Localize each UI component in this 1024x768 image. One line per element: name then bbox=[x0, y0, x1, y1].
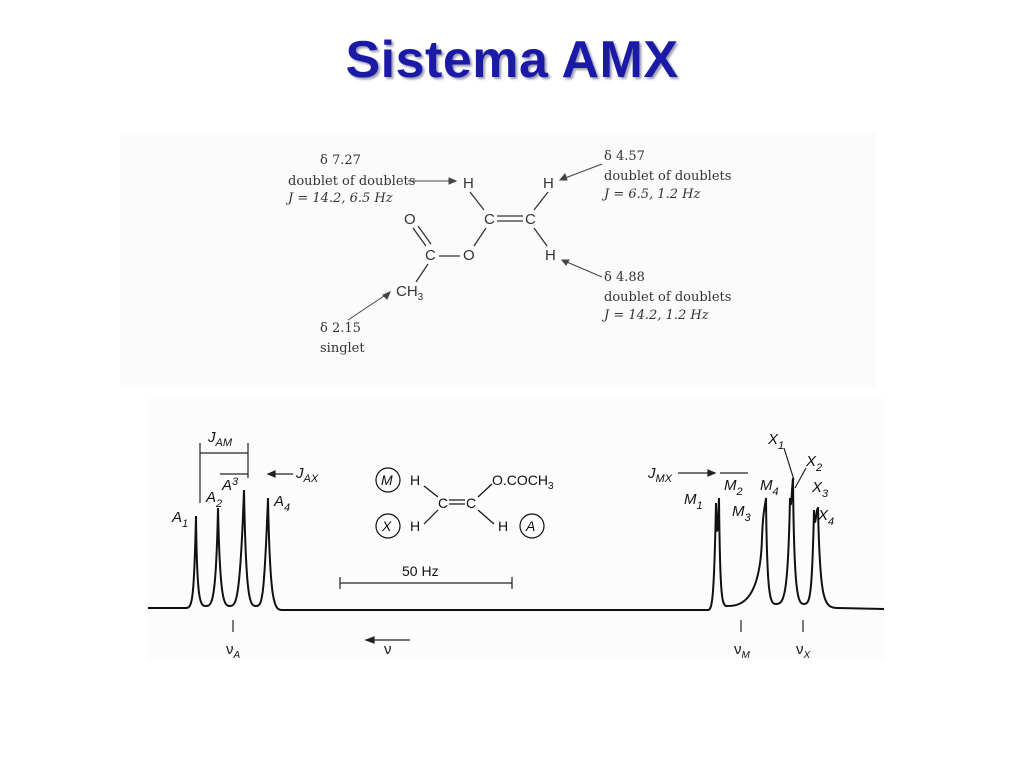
vinyl-acetate-structure: δ 7.27 doublet of doublets J = 14.2, 6.5… bbox=[120, 132, 876, 388]
inset-c2: C bbox=[466, 495, 476, 511]
atom-c-carbonyl: C bbox=[425, 247, 436, 264]
inset-m: M bbox=[381, 472, 393, 488]
inset-c1: C bbox=[438, 495, 448, 511]
atom-c-vinyl-1: C bbox=[484, 211, 495, 228]
label-m4: M4 bbox=[760, 477, 779, 498]
structure-drawing: δ 7.27 doublet of doublets J = 14.2, 6.5… bbox=[285, 149, 731, 356]
bond-c1-o bbox=[473, 227, 487, 247]
bond-c-o-double-b bbox=[417, 225, 432, 245]
h3-shift: δ 4.88 bbox=[604, 270, 645, 285]
inset-x: X bbox=[381, 518, 392, 534]
amx-spectrum: JAM JAX JMX A1 A2 A3 A4 M1 M2 M3 M4 X1 X… bbox=[148, 398, 885, 661]
bond-h-c2 bbox=[533, 191, 549, 211]
x1-leader bbox=[783, 447, 795, 481]
label-x4: X4 bbox=[817, 507, 834, 528]
a-circle bbox=[519, 513, 545, 539]
bond-c2-h bbox=[533, 227, 548, 247]
scale-label: 50 Hz bbox=[402, 563, 439, 579]
x2-leader bbox=[794, 467, 807, 489]
label-a1: A1 bbox=[171, 509, 188, 530]
label-jax: JAX bbox=[295, 465, 319, 485]
h1-multiplicity: doublet of doublets bbox=[288, 174, 415, 189]
bond-c-ch3 bbox=[415, 263, 429, 283]
methyl-shift: δ 2.15 bbox=[320, 321, 361, 336]
atom-o-ester: O bbox=[463, 247, 475, 264]
inset-h-x: H bbox=[410, 518, 420, 534]
arrow-h2 bbox=[559, 163, 603, 181]
bond-c-o-double-a bbox=[412, 227, 427, 247]
label-m3: M3 bbox=[732, 503, 752, 524]
h1-coupling: J = 14.2, 6.5 Hz bbox=[285, 191, 393, 206]
label-jmx: JMX bbox=[647, 465, 673, 485]
label-a2: A2 bbox=[205, 489, 222, 510]
atom-c-vinyl-2: C bbox=[525, 211, 536, 228]
label-x2: X2 bbox=[805, 453, 822, 474]
inset-h-m: H bbox=[410, 472, 420, 488]
methyl-multiplicity: singlet bbox=[320, 341, 365, 356]
label-x3: X3 bbox=[811, 479, 829, 500]
atom-h-left: H bbox=[463, 175, 474, 192]
label-a4: A4 bbox=[273, 493, 290, 514]
label-m1: M1 bbox=[684, 491, 703, 512]
h1-shift: δ 7.27 bbox=[320, 153, 361, 168]
h2-multiplicity: doublet of doublets bbox=[604, 169, 731, 184]
arrow-h3 bbox=[561, 259, 603, 278]
nu-direction-label: ν bbox=[384, 641, 392, 658]
spectrum-drawing: JAM JAX JMX A1 A2 A3 A4 M1 M2 M3 M4 X1 X… bbox=[148, 429, 885, 661]
arrow-ch3 bbox=[347, 291, 391, 321]
atom-h-right-top: H bbox=[543, 175, 554, 192]
m-circle bbox=[375, 467, 401, 493]
nu-m-label: νM bbox=[734, 641, 751, 660]
inset-ococh3: O.COCH3 bbox=[492, 472, 554, 492]
x-circle bbox=[375, 513, 401, 539]
nu-a-label: νA bbox=[226, 641, 241, 660]
h2-coupling: J = 6.5, 1.2 Hz bbox=[601, 187, 700, 202]
bond-h-c1 bbox=[469, 191, 485, 211]
nu-x-label: νX bbox=[796, 641, 811, 660]
inset-a: A bbox=[525, 518, 535, 534]
label-a3: A3 bbox=[221, 476, 239, 494]
h2-shift: δ 4.57 bbox=[604, 149, 645, 164]
label-x1: X1 bbox=[767, 431, 784, 452]
h3-coupling: J = 14.2, 1.2 Hz bbox=[601, 308, 709, 323]
slide-title: Sistema AMX bbox=[345, 31, 679, 89]
label-m2: M2 bbox=[724, 477, 743, 498]
h3-multiplicity: doublet of doublets bbox=[604, 290, 731, 305]
atom-ch3: CH3 bbox=[396, 283, 424, 303]
label-jam: JAM bbox=[207, 429, 233, 449]
atom-o-carbonyl: O bbox=[404, 211, 416, 228]
spectrum-trace bbox=[148, 477, 885, 611]
atom-h-right-bottom: H bbox=[545, 247, 556, 264]
inset-h-a: H bbox=[498, 518, 508, 534]
